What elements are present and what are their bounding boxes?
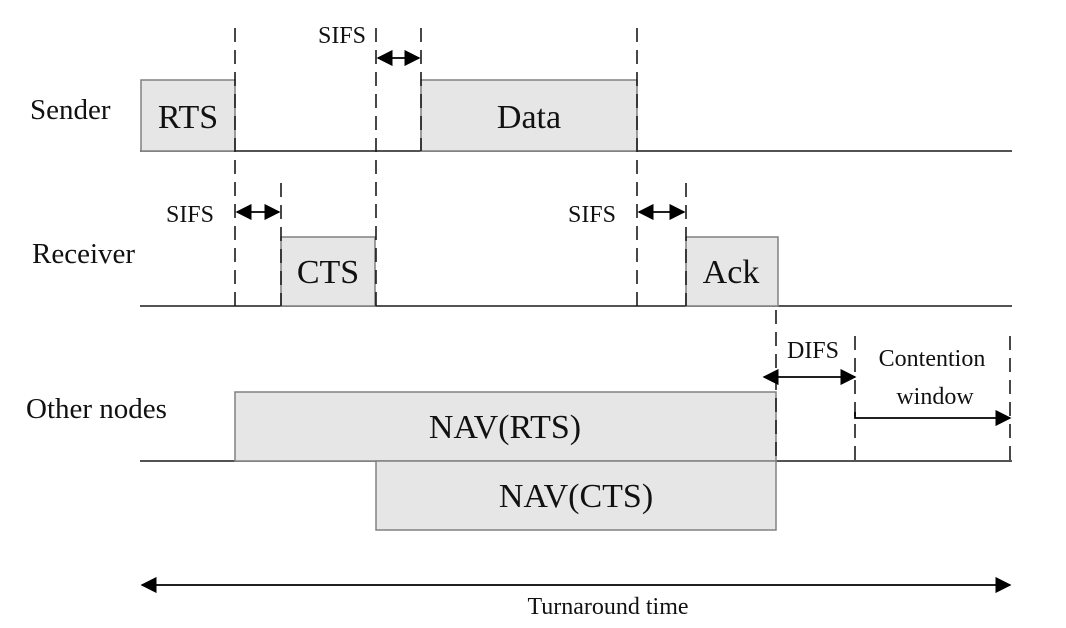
cts-frame: [280, 236, 376, 307]
nav-cts-frame: [375, 460, 777, 531]
contention-label-line1: Contention: [879, 346, 986, 372]
nav-rts-label: NAV(RTS): [429, 409, 581, 446]
rts-frame: [140, 79, 236, 152]
ack-label: Ack: [703, 254, 760, 291]
data-label: Data: [497, 99, 561, 136]
contention-label-line2: window: [896, 384, 974, 410]
data-frame: [420, 79, 638, 152]
nav-cts-label: NAV(CTS): [499, 478, 653, 515]
turnaround-label: Turnaround time: [527, 594, 688, 620]
difs-label: DIFS: [787, 338, 839, 364]
row-label-receiver: Receiver: [32, 238, 135, 270]
row-label-sender: Sender: [30, 94, 111, 126]
rts-label: RTS: [158, 99, 218, 136]
sifs-label-receiver-1: SIFS: [166, 202, 214, 228]
cts-label: CTS: [297, 254, 359, 291]
ack-frame: [685, 236, 779, 307]
sifs-label-sender: SIFS: [318, 23, 366, 49]
contention-arrow: [854, 409, 1012, 427]
row-label-other-nodes: Other nodes: [26, 393, 167, 425]
sifs-label-receiver-2: SIFS: [568, 202, 616, 228]
